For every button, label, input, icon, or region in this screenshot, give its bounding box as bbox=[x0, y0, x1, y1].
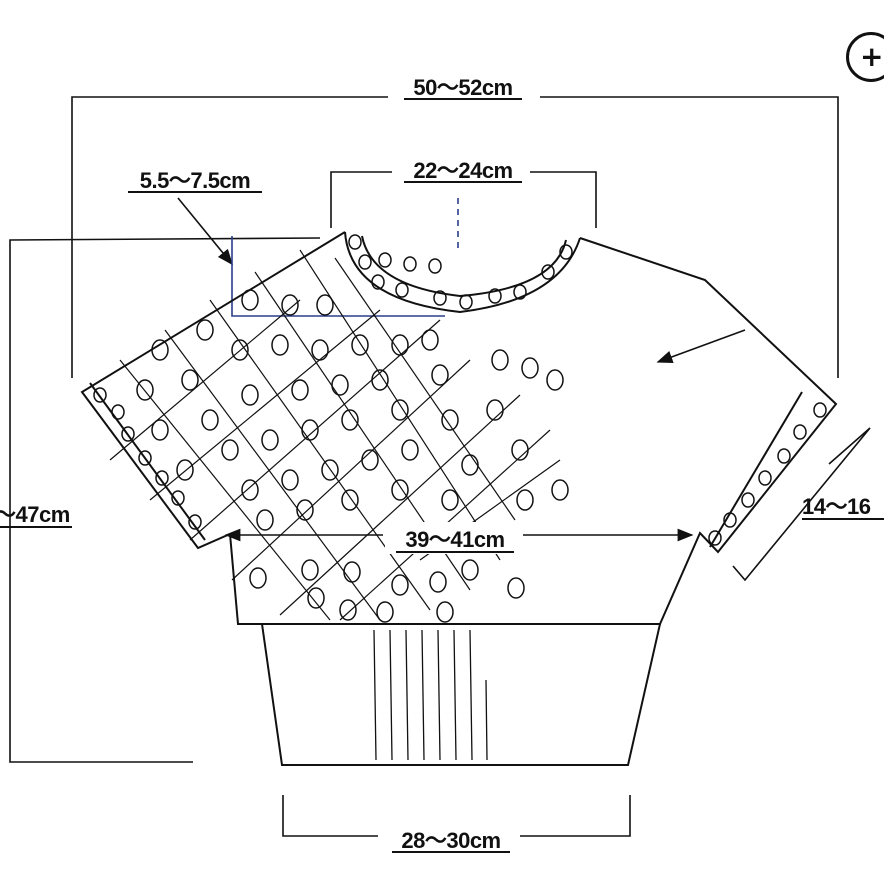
neckline-outer bbox=[344, 231, 581, 314]
sleeve-opening-label: 14〜16 bbox=[802, 494, 871, 519]
left-sleeve-cuff bbox=[89, 382, 206, 541]
right-sleeve-cuff bbox=[709, 391, 803, 548]
body-length-dim bbox=[9, 237, 321, 763]
neck-width-dim-right bbox=[530, 171, 597, 228]
neck-drop-arrow bbox=[177, 197, 234, 266]
neck-width-dim-left bbox=[330, 171, 392, 228]
zoom-in-icon[interactable]: + bbox=[846, 32, 884, 82]
sleeve-dim-main bbox=[732, 427, 871, 582]
sleeve-dim-top bbox=[828, 427, 871, 465]
hem-width-label: 28〜30cm bbox=[401, 828, 500, 853]
body-length-label: 〜47cm bbox=[0, 502, 70, 527]
neckline-inner bbox=[361, 235, 567, 298]
stitch-dots bbox=[93, 234, 827, 623]
neck-drop-marker bbox=[231, 236, 445, 317]
neck-width-label: 22〜24cm bbox=[413, 158, 512, 183]
lattice-pattern bbox=[109, 249, 561, 621]
hem-width-dim-left bbox=[282, 795, 378, 837]
chest-width-label: 39〜41cm bbox=[405, 527, 504, 552]
total-width-dim-right bbox=[540, 96, 839, 378]
label-backgrounds bbox=[385, 522, 523, 554]
body-outline bbox=[80, 231, 838, 625]
front-arrow bbox=[656, 329, 746, 364]
total-width-dim-left bbox=[71, 96, 388, 378]
dimension-labels: 50〜52cm 22〜24cm 5.5〜7.5cm 〜47cm 39〜41cm … bbox=[0, 75, 884, 853]
ribbed-hem bbox=[261, 623, 661, 766]
hem-ribbing bbox=[373, 629, 488, 761]
dimension-lines bbox=[9, 96, 871, 837]
hem-width-dim-right bbox=[520, 795, 631, 837]
neck-drop-label: 5.5〜7.5cm bbox=[140, 168, 250, 193]
sweater-outline bbox=[80, 231, 838, 766]
total-width-label: 50〜52cm bbox=[413, 75, 512, 100]
